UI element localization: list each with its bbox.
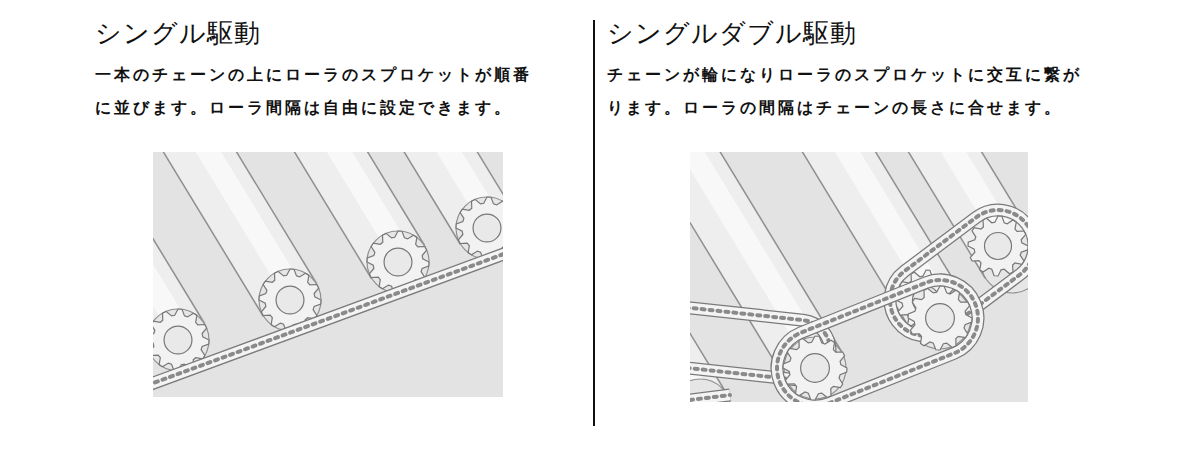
chain	[690, 395, 730, 400]
chain	[153, 248, 503, 388]
chain-pins	[777, 280, 978, 402]
sprocket-hub	[276, 286, 304, 314]
sprocket-hub	[473, 214, 501, 242]
roller-end	[784, 337, 846, 399]
roller-end	[456, 197, 503, 259]
chain-outline	[153, 248, 503, 388]
sprocket	[908, 286, 972, 350]
sprocket-hub	[985, 233, 1012, 260]
single-double-drive-illustration	[690, 152, 1028, 402]
roller-end	[690, 379, 731, 402]
sprocket-hub	[384, 248, 412, 276]
chain-pins	[690, 395, 730, 400]
sprocket-hub	[801, 354, 830, 383]
chain-pins	[153, 248, 503, 388]
panel-heading: シングルダブル駆動	[607, 16, 1087, 50]
panel-description: チェーンが輪になりローラのスプロケットに交互に繋がります。ローラの間隔はチェーン…	[607, 58, 1092, 124]
divider-line	[593, 20, 595, 426]
roller-highlight	[153, 152, 184, 336]
sprocket	[783, 336, 847, 400]
chain-outline	[777, 280, 978, 402]
sprocket-hub	[164, 326, 192, 354]
single-drive-illustration	[153, 152, 503, 397]
sprocket-hub	[926, 304, 955, 333]
chain	[777, 280, 978, 402]
panel-description: 一本のチェーンの上にローラのスプロケットが順番に並びます。ローラ間隔は自由に設定…	[95, 58, 543, 124]
panel-heading: シングル駆動	[95, 16, 555, 50]
chain-outline	[690, 395, 730, 400]
sprocket	[968, 216, 1028, 276]
sprocket	[456, 197, 503, 259]
